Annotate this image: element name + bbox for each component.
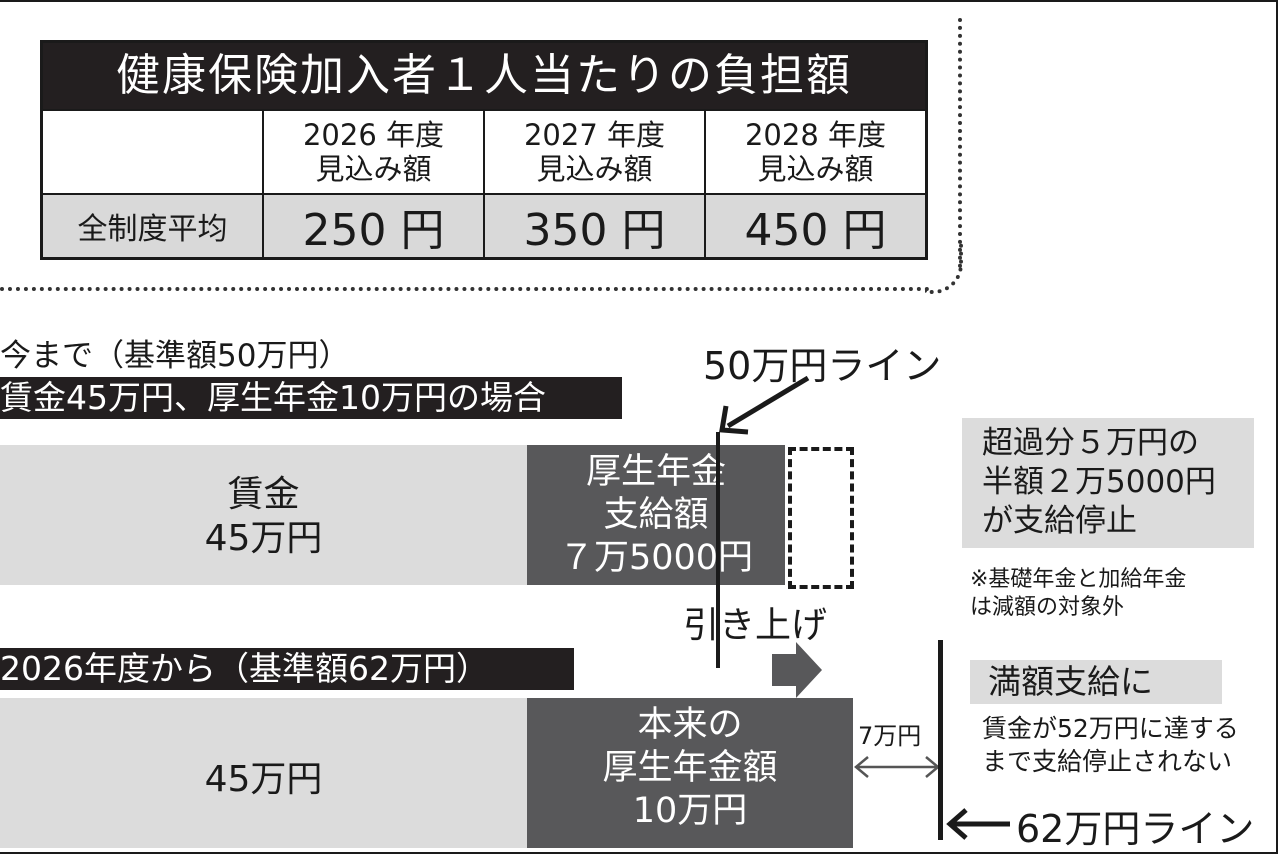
full-payment-box: 満額支給に (970, 660, 1222, 704)
gap-double-arrow-icon (854, 756, 940, 778)
estimate-label: 見込み額 (757, 152, 874, 186)
full-payment-note-line1: 賃金が52万円に達する (982, 714, 1239, 743)
year-label: 2027 年度 (523, 118, 666, 152)
footnote: ※基礎年金と加給年金 は減額の対象外 (970, 566, 1186, 622)
dotted-divider-vertical (958, 18, 962, 268)
full-payment-note-line2: まで支給停止されない (982, 747, 1233, 776)
table-header-2027: 2027 年度 見込み額 (483, 111, 704, 193)
table-header-2026: 2026 年度 見込み額 (262, 111, 483, 193)
future-wage-bar: 45万円 (0, 698, 527, 848)
estimate-label: 見込み額 (315, 152, 432, 186)
raise-label: 引き上げ (683, 605, 828, 646)
current-wage-bar: 賃金 45万円 (0, 445, 527, 585)
row-label: 全制度平均 (43, 195, 262, 257)
excess-note-box: 超過分５万円の 半額２万5000円 が支給停止 (962, 418, 1254, 548)
value-2026: 250 円 (262, 195, 483, 257)
table-header-empty (43, 111, 262, 193)
raise-arrow-icon (772, 642, 822, 698)
future-pension-line1: 本来の (637, 705, 743, 745)
wage-label: 賃金 (227, 474, 300, 515)
line-50-label: 50万円ライン (703, 344, 942, 388)
wage-value: 45万円 (204, 518, 323, 559)
pension-line3: ７万5000円 (558, 538, 754, 578)
arrow-to-62-line-icon (946, 808, 1010, 840)
line-50-marker (716, 432, 720, 668)
excess-note-line3: が支給停止 (982, 503, 1137, 539)
current-heading: 今まで（基準額50万円） (0, 338, 350, 374)
value-2027: 350 円 (483, 195, 704, 257)
table-header-2028: 2028 年度 見込み額 (704, 111, 925, 193)
footnote-line2: は減額の対象外 (970, 595, 1125, 620)
burden-table: 健康保険加入者１人当たりの負担額 2026 年度 見込み額 2027 年度 見込… (40, 40, 928, 260)
estimate-label: 見込み額 (536, 152, 653, 186)
current-pension-bar: 厚生年金 支給額 ７万5000円 (527, 445, 785, 585)
table-header-row: 2026 年度 見込み額 2027 年度 見込み額 2028 年度 見込み額 (43, 109, 925, 193)
future-wage-value: 45万円 (204, 759, 323, 800)
arrow-to-50-line-icon (719, 375, 810, 435)
suspended-portion-box (788, 447, 854, 589)
table-value-row: 全制度平均 250 円 350 円 450 円 (43, 193, 925, 257)
future-heading: 2026年度から（基準額62万円） (0, 648, 574, 690)
excess-note-line2: 半額２万5000円 (982, 464, 1216, 500)
table-title: 健康保険加入者１人当たりの負担額 (43, 43, 925, 109)
year-label: 2028 年度 (744, 118, 887, 152)
line-62-marker (938, 640, 943, 840)
year-label: 2026 年度 (302, 118, 445, 152)
future-pension-line2: 厚生年金額 (602, 748, 778, 788)
future-pension-line3: 10万円 (632, 791, 748, 831)
dotted-divider-horizontal (0, 287, 930, 291)
line-62-label: 62万円ライン (1016, 807, 1255, 851)
pension-line2: 支給額 (603, 495, 709, 535)
excess-note-line1: 超過分５万円の (982, 425, 1199, 461)
gap-label: 7万円 (858, 722, 922, 750)
current-case-label: 賃金45万円、厚生年金10万円の場合 (0, 377, 622, 419)
future-pension-bar: 本来の 厚生年金額 10万円 (527, 698, 853, 848)
footnote-line1: ※基礎年金と加給年金 (970, 567, 1187, 592)
full-payment-label: 満額支給に (988, 662, 1153, 701)
pension-line1: 厚生年金 (585, 452, 726, 492)
value-2028: 450 円 (704, 195, 925, 257)
full-payment-note: 賃金が52万円に達する まで支給停止されない (982, 712, 1239, 778)
